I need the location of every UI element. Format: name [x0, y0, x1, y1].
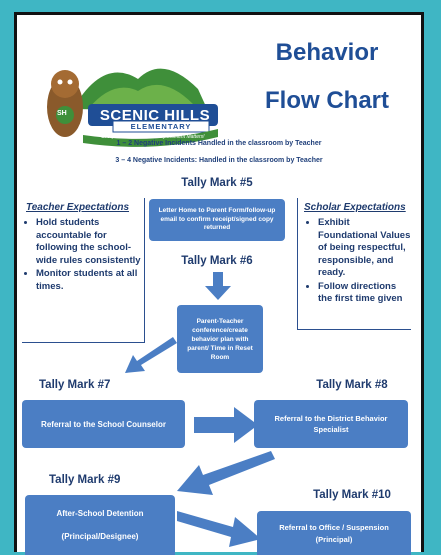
scholar-expectations-box: Scholar Expectations Exhibit Foundationa…	[297, 198, 411, 330]
tally-6-action: Parent-Teacher conference/create behavio…	[177, 305, 263, 373]
logo-name: SCENIC HILLS	[99, 107, 211, 124]
arrow-diagonal-t7	[125, 337, 177, 373]
teacher-expectations-list: Hold students accountable for following …	[22, 217, 144, 293]
tally-9-action-line1: After-School Detention	[56, 509, 144, 518]
arrow-right-t10	[177, 511, 261, 547]
tally-7-action-text: Referral to the School Counselor	[41, 419, 166, 429]
tally-7-label: Tally Mark #7	[39, 379, 111, 391]
scholar-expectations-heading: Scholar Expectations	[304, 202, 406, 213]
school-logo-graphic	[47, 68, 218, 147]
page-title-line2: Flow Chart	[265, 87, 389, 114]
tally-9-label: Tally Mark #9	[49, 474, 121, 486]
tally-10-action-line1: Referral to Office / Suspension	[279, 522, 389, 532]
teacher-expectations-box: Teacher Expectations Hold students accou…	[22, 198, 145, 343]
tally-6-action-text: Parent-Teacher conference/create behavio…	[187, 317, 253, 361]
tally-5-action: Letter Home to Parent Form/follow-up ema…	[149, 199, 285, 241]
teacher-expectation-item: Monitor students at all times.	[36, 268, 144, 293]
tally-10-action: Referral to Office / Suspension (Princip…	[257, 511, 411, 555]
arrow-right-t8	[194, 407, 258, 443]
flow-chart-page: SH SCENIC HILLS ELEMENTARY Every Student…	[14, 12, 424, 555]
tally-7-action: Referral to the School Counselor	[22, 400, 185, 448]
scholar-expectation-item: Exhibit Foundational Values of being res…	[318, 217, 411, 280]
tally-5-label: Tally Mark #5	[181, 177, 253, 189]
tally-6-label: Tally Mark #6	[181, 255, 253, 267]
tally-8-action-text: Referral to the District Behavior Specia…	[274, 414, 388, 434]
tally-10-action-line2: (Principal)	[315, 534, 353, 544]
rule-line-1: 1 – 2 Negative Incidents Handled in the …	[116, 140, 322, 147]
school-logo: SH SCENIC HILLS ELEMENTARY Every Student…	[33, 49, 233, 149]
tally-8-action: Referral to the District Behavior Specia…	[254, 400, 408, 448]
teacher-expectations-heading: Teacher Expectations	[26, 202, 130, 213]
scholar-expectation-item: Follow directions the first time given	[318, 281, 411, 306]
tally-10-label: Tally Mark #10	[313, 489, 391, 501]
tally-5-action-text: Letter Home to Parent Form/follow-up ema…	[158, 207, 276, 232]
page-title-line1: Behavior	[275, 39, 379, 66]
scholar-expectations-list: Exhibit Foundational Values of being res…	[298, 217, 411, 306]
arrow-down-t6	[205, 272, 231, 300]
logo-initials: SH	[57, 110, 67, 117]
tally-8-label: Tally Mark #8	[316, 379, 388, 391]
tally-9-action: After-School Detention (Principal/Design…	[25, 495, 175, 555]
arrow-diagonal-t9	[177, 451, 275, 495]
tally-9-action-line2: (Principal/Designee)	[61, 532, 139, 541]
teacher-expectation-item: Hold students accountable for following …	[36, 217, 144, 267]
rule-line-2: 3 – 4 Negative Incidents: Handled in the…	[115, 157, 323, 164]
logo-motto: Every Student Counts! Every Moment Matte…	[101, 134, 205, 140]
logo-subname: ELEMENTARY	[130, 122, 192, 131]
